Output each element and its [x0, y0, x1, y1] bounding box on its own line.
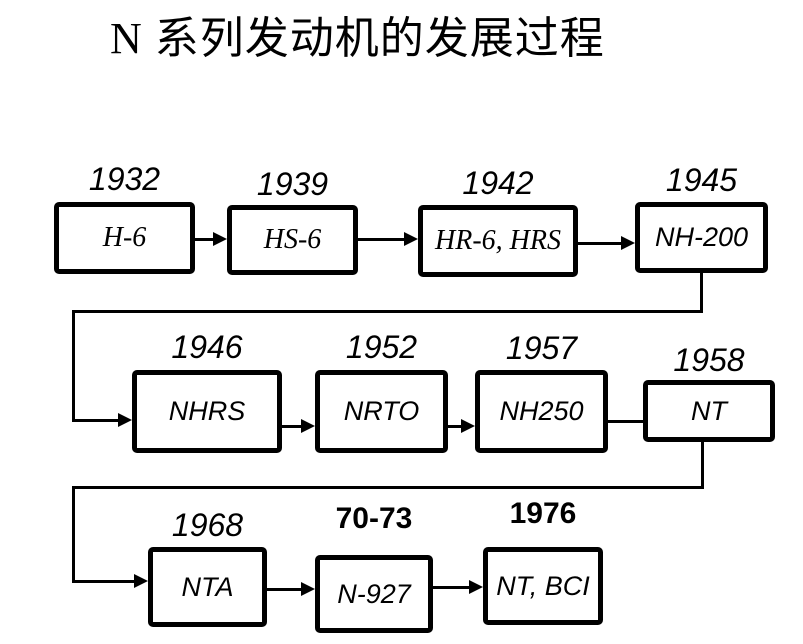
connector-row1-row2-horizontal — [72, 310, 703, 313]
node-label-n927: N-927 — [337, 578, 411, 609]
node-nt: NT — [643, 380, 775, 442]
node-n927: N-927 — [315, 555, 433, 633]
arrow-n927-to-ntbci — [433, 586, 470, 589]
node-nh250: NH250 — [475, 370, 608, 453]
arrowhead-icon — [301, 419, 315, 433]
line-nh250-to-nt — [608, 420, 645, 423]
node-label-nrto: NRTO — [343, 396, 420, 426]
connector-nh200-down — [700, 273, 703, 313]
slide-title: N 系列发动机的发展过程 — [110, 14, 605, 63]
node-label-nta: NTA — [181, 571, 234, 602]
arrow-hr6-to-nh200 — [578, 242, 623, 245]
connector-row3-left-vertical — [72, 486, 75, 582]
node-label-hr6: HR-6, HRS — [435, 225, 561, 256]
node-label-nhrs: NHRS — [168, 396, 246, 426]
year-label-nt: 1958 — [673, 342, 745, 378]
arrow-into-nhrs — [72, 419, 120, 422]
connector-row2-left-vertical — [72, 310, 75, 420]
arrow-nrto-to-nh250 — [448, 425, 462, 428]
year-label-hs6: 1939 — [256, 166, 329, 202]
arrowhead-icon — [118, 413, 132, 427]
node-label-hs6: HS-6 — [263, 224, 322, 255]
year-label-nhrs: 1946 — [171, 329, 243, 365]
node-hr6: HR-6, HRS — [418, 205, 578, 277]
node-h6: H-6 — [54, 202, 195, 274]
node-nta: NTA — [148, 547, 267, 627]
arrow-h6-to-hs6 — [195, 238, 215, 241]
year-label-h6: 1932 — [88, 161, 161, 197]
node-label-h6: H-6 — [102, 222, 147, 253]
node-nhrs: NHRS — [132, 370, 282, 453]
arrowhead-icon — [213, 232, 227, 246]
year-label-n927: 70-73 — [335, 502, 413, 535]
year-label-nh250: 1957 — [505, 330, 578, 366]
arrow-nta-to-n927 — [267, 588, 302, 591]
arrowhead-icon — [301, 582, 315, 596]
connector-nt-down — [701, 440, 704, 488]
arrow-hs6-to-hr6 — [358, 238, 405, 241]
arrowhead-icon — [461, 419, 475, 433]
arrow-into-nta — [72, 580, 136, 583]
connector-row2-row3-horizontal — [72, 486, 704, 489]
arrowhead-icon — [469, 580, 483, 594]
node-label-nh200: NH-200 — [654, 222, 749, 252]
node-label-ntbci: NT, BCI — [496, 570, 590, 601]
year-label-nta: 1968 — [171, 507, 244, 543]
node-nh200: NH-200 — [635, 202, 768, 273]
year-label-hr6: 1942 — [462, 165, 534, 201]
year-label-nrto: 1952 — [345, 329, 418, 365]
arrowhead-icon — [621, 236, 635, 250]
arrow-nhrs-to-nrto — [282, 425, 302, 428]
arrowhead-icon — [134, 574, 148, 588]
arrowhead-icon — [404, 232, 418, 246]
node-label-nt: NT — [691, 395, 727, 426]
node-nrto: NRTO — [315, 370, 448, 453]
node-label-nh250: NH250 — [499, 396, 584, 426]
year-label-ntbci: 1976 — [509, 497, 577, 530]
node-hs6: HS-6 — [227, 205, 358, 275]
year-label-nh200: 1945 — [665, 162, 738, 198]
node-ntbci: NT, BCI — [483, 547, 603, 625]
